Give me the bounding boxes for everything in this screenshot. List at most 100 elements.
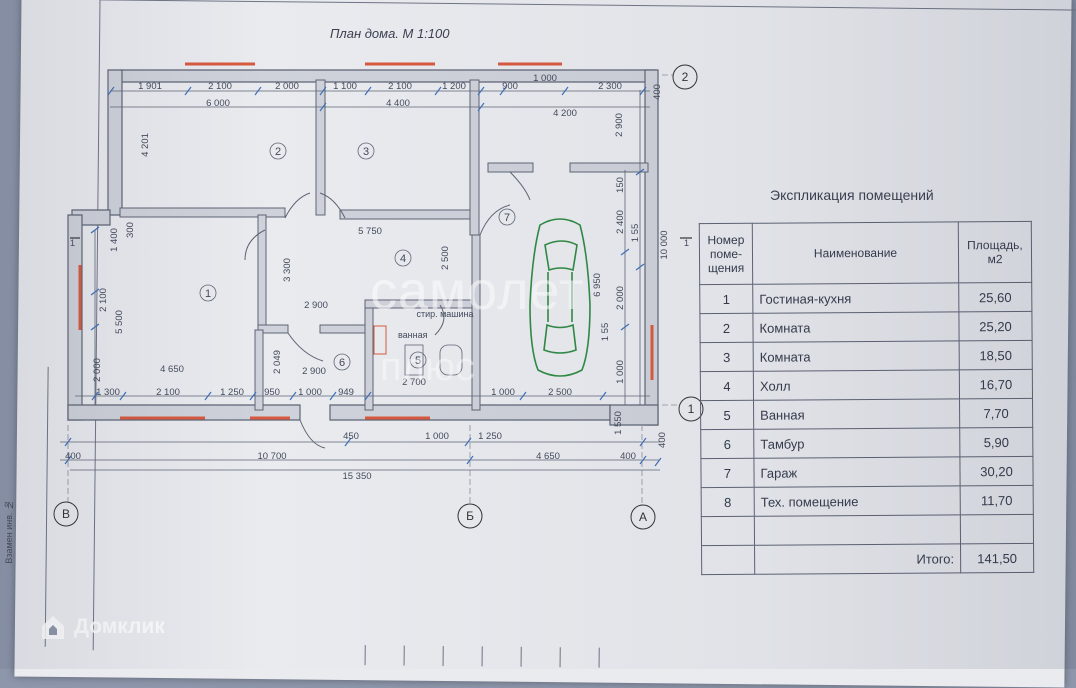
- svg-text:2 100: 2 100: [98, 288, 109, 312]
- washer-label: стир. машина: [416, 309, 473, 319]
- svg-text:2 100: 2 100: [388, 81, 412, 92]
- car-drawing: [529, 218, 591, 377]
- table-row: [701, 514, 1034, 546]
- house-icon: [42, 616, 64, 639]
- header-number: Номер поме-щения: [699, 223, 753, 285]
- outer-walls: [67, 69, 659, 426]
- svg-text:2 300: 2 300: [598, 81, 622, 92]
- axis-label-1: 1: [688, 402, 695, 416]
- section-mark-right: 1: [684, 238, 689, 248]
- svg-text:400: 400: [657, 432, 668, 448]
- svg-text:2 400: 2 400: [615, 210, 626, 234]
- table-total-row: Итого: 141,50: [701, 543, 1034, 575]
- door-swings: [244, 171, 531, 449]
- svg-text:3 300: 3 300: [282, 258, 293, 282]
- room-number-4: 4: [400, 253, 406, 265]
- svg-text:10 700: 10 700: [257, 451, 286, 462]
- plan-title: План дома. М 1:100: [330, 26, 450, 41]
- room-labels: ванная стир. машина: [373, 309, 474, 376]
- total-label: Итого:: [754, 543, 961, 575]
- explication-table: Номер поме-щения Наименование Площадь, м…: [699, 221, 1034, 575]
- svg-text:450: 450: [343, 431, 359, 442]
- svg-text:4 200: 4 200: [553, 108, 577, 119]
- floor-plan: 1 2 3 4 5 6 7 1 901 2 100 2 000 1 100 2 …: [53, 62, 704, 530]
- room-number-7: 7: [504, 212, 510, 224]
- room-number-2: 2: [275, 146, 281, 158]
- axis-label-2: 2: [682, 70, 689, 84]
- svg-text:1 000: 1 000: [615, 360, 626, 384]
- svg-text:15 350: 15 350: [342, 471, 371, 482]
- room-number-1: 1: [205, 288, 211, 300]
- dimension-ticks: [64, 86, 662, 467]
- header-name: Наименование: [752, 221, 959, 285]
- inner-dimensions: 5 750 2 900 2 900 2 049 2 700 4 650 3 30…: [92, 84, 670, 448]
- svg-text:1 250: 1 250: [478, 431, 502, 442]
- svg-text:400: 400: [652, 84, 663, 100]
- svg-text:900: 900: [502, 81, 518, 92]
- svg-text:400: 400: [620, 451, 636, 462]
- explication-title: Экспликация помещений: [770, 187, 934, 203]
- svg-text:1 550: 1 550: [613, 411, 624, 435]
- svg-text:1 901: 1 901: [138, 81, 162, 92]
- interior-walls: [119, 79, 649, 411]
- svg-text:1 200: 1 200: [442, 81, 466, 92]
- header-area: Площадь, м2: [958, 221, 1032, 283]
- brand-logo: Домклик: [38, 612, 165, 642]
- dimension-lines: [60, 90, 660, 471]
- svg-text:1 000: 1 000: [298, 387, 322, 398]
- axis-markers: [53, 64, 704, 530]
- svg-text:4 400: 4 400: [386, 98, 410, 109]
- room-numbers: 1 2 3 4 5 6 7: [199, 142, 516, 371]
- top-dimensions: 1 901 2 100 2 000 1 100 2 100 1 200 900 …: [138, 73, 622, 119]
- axis-label-b: Б: [466, 509, 474, 523]
- svg-text:1 000: 1 000: [533, 73, 557, 84]
- table-header: Номер поме-щения Наименование Площадь, м…: [699, 221, 1032, 285]
- watermark-line1: самолет: [370, 261, 585, 321]
- svg-text:400: 400: [65, 451, 81, 462]
- total-value: 141,50: [960, 543, 1034, 573]
- svg-text:2 900: 2 900: [614, 113, 625, 137]
- svg-text:2 000: 2 000: [92, 358, 103, 382]
- svg-text:1 400: 1 400: [109, 228, 120, 252]
- svg-text:2 900: 2 900: [302, 366, 326, 377]
- svg-text:10 000: 10 000: [659, 230, 670, 259]
- svg-text:300: 300: [125, 222, 136, 238]
- svg-text:4 201: 4 201: [140, 133, 151, 157]
- svg-text:6 000: 6 000: [206, 98, 230, 109]
- svg-text:1 55: 1 55: [630, 224, 641, 243]
- window-marks: [78, 62, 654, 420]
- svg-text:1 000: 1 000: [491, 387, 515, 398]
- svg-text:949: 949: [338, 387, 354, 398]
- svg-text:2 900: 2 900: [304, 300, 328, 311]
- svg-text:4 650: 4 650: [536, 451, 560, 462]
- svg-text:2 500: 2 500: [548, 387, 572, 398]
- right-marks: 1 55 1 55: [600, 224, 641, 342]
- section-mark-left: 1: [70, 238, 75, 248]
- svg-text:150: 150: [615, 177, 626, 193]
- svg-text:2 000: 2 000: [615, 286, 626, 310]
- watermark-line2: плюс: [380, 345, 475, 389]
- svg-text:950: 950: [264, 387, 280, 398]
- axis-label-a: А: [639, 510, 647, 524]
- svg-text:2 100: 2 100: [208, 81, 232, 92]
- svg-text:5 750: 5 750: [358, 226, 382, 237]
- svg-text:2 100: 2 100: [156, 387, 180, 398]
- bottom-dimensions: 1 300 2 100 1 250 950 1 000 949 1 000 2 …: [65, 387, 636, 482]
- room-number-5: 5: [415, 355, 421, 367]
- brand-name: Домклик: [74, 615, 165, 638]
- bathroom-label: ванная: [398, 330, 428, 340]
- svg-text:2 700: 2 700: [402, 377, 426, 388]
- room-number-3: 3: [363, 146, 369, 158]
- svg-text:1 55: 1 55: [600, 323, 611, 342]
- svg-text:1 100: 1 100: [333, 81, 357, 92]
- svg-text:2 049: 2 049: [272, 350, 283, 374]
- room-number-6: 6: [339, 357, 345, 369]
